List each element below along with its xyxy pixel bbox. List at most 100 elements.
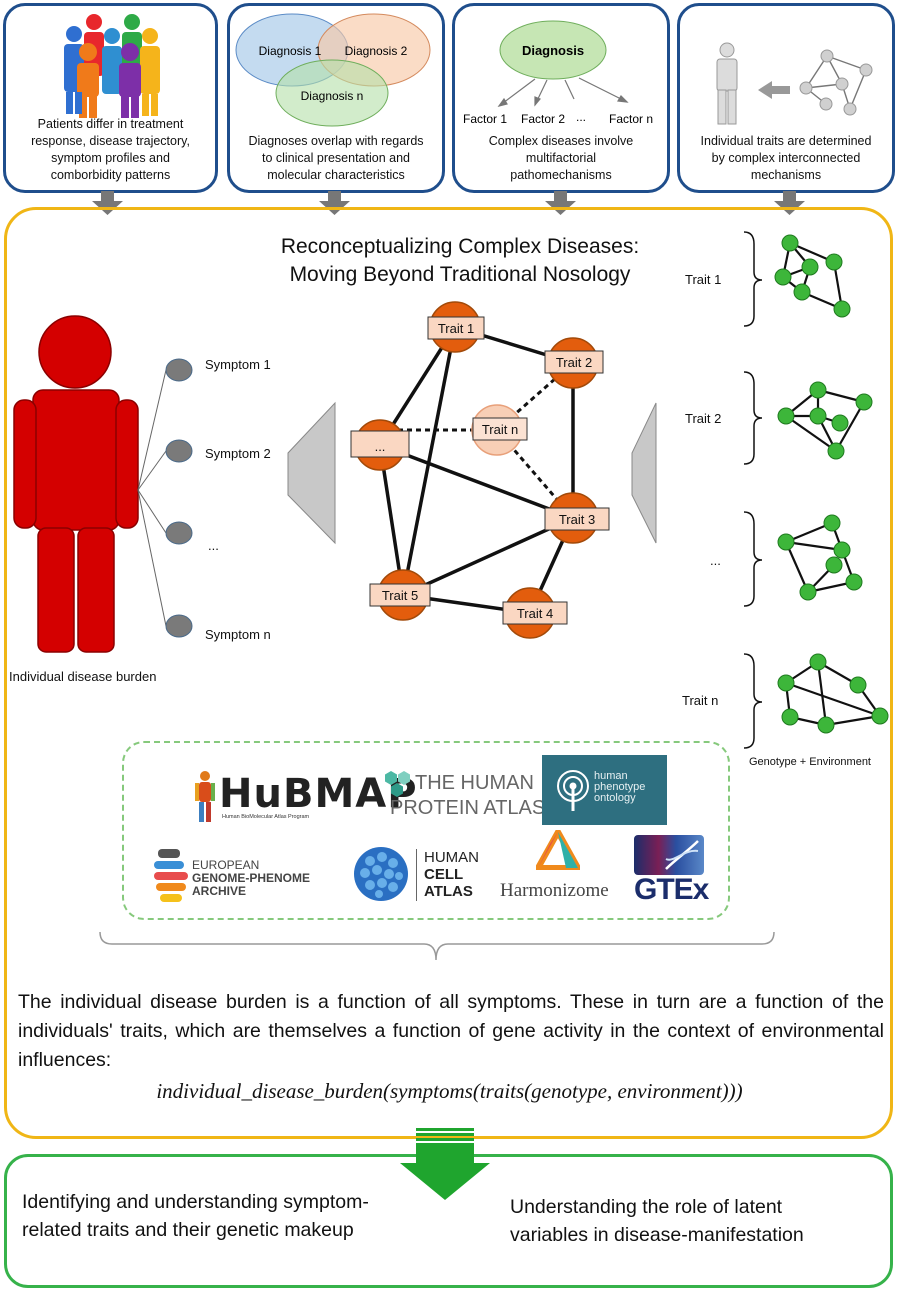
- down-arrow-icon: [92, 191, 123, 215]
- hca-divider: [416, 849, 417, 901]
- gene-node: [801, 258, 819, 276]
- trait-4-label: Trait 4: [517, 606, 553, 621]
- gene-node: [777, 407, 795, 425]
- gene-node: [809, 653, 827, 671]
- hubmap-figure-icon: [195, 771, 215, 822]
- panel-caption: Patients differ in treatment response, d…: [31, 117, 190, 182]
- ega-logo: EUROPEAN GENOME-PHENOME ARCHIVE: [152, 845, 342, 905]
- resources-brace: [99, 931, 775, 961]
- down-arrows: [92, 191, 805, 215]
- gene-node: [774, 268, 792, 286]
- gene-node: [871, 707, 889, 725]
- hca-logo: HUMAN CELL ATLAS: [352, 845, 492, 905]
- gene-node: [799, 583, 817, 601]
- resources-box: [122, 741, 730, 920]
- panel-patients: Patients differ in treatment response, d…: [3, 3, 218, 193]
- trait-group-n-label: Trait n: [682, 693, 719, 708]
- person-head: [38, 315, 112, 389]
- person-torso: [32, 389, 120, 531]
- formula-text: individual_disease_burden(symptoms(trait…: [156, 1079, 743, 1103]
- harmonizome-triangle-icon: [536, 830, 580, 870]
- panel-interconnected: Individual traits are determined by comp…: [677, 3, 895, 193]
- symptom-node: [165, 614, 193, 638]
- symptom-node: [165, 358, 193, 382]
- factor-1-label: Factor 1: [463, 112, 507, 126]
- gene-node: [809, 381, 827, 399]
- symptom-dots-label: ...: [208, 538, 219, 553]
- gtex-dna-panel: [634, 835, 704, 875]
- venn-label-n: Diagnosis n: [301, 89, 364, 103]
- down-arrow-icon: [319, 191, 350, 215]
- ega-stripes-icon: [154, 849, 188, 902]
- panel-caption: Complex diseases involve multifactorial …: [488, 134, 634, 182]
- hca-text: HUMAN CELL ATLAS: [424, 849, 479, 900]
- genotype-environment-label: Genotype + Environment: [749, 756, 871, 768]
- outcome-latent-text: Understanding the role of latent variabl…: [510, 1196, 804, 1246]
- gene-node: [781, 234, 799, 252]
- trait-3-label: Trait 3: [559, 512, 595, 527]
- hpo-logo: human phenotype ontology: [542, 755, 667, 825]
- down-arrow-icon: [774, 191, 805, 215]
- trait-group-dots-label: ...: [710, 553, 721, 568]
- hpo-text: human phenotype ontology: [594, 770, 646, 804]
- symptom-n-label: Symptom n: [205, 627, 271, 642]
- hexagon-cluster-icon: [385, 771, 410, 797]
- factor-n-label: Factor n: [609, 112, 653, 126]
- diagnosis-label: Diagnosis: [522, 43, 584, 58]
- protein-atlas-line2: PROTEIN ATLAS: [390, 797, 546, 819]
- symptom-2-label: Symptom 2: [205, 446, 271, 461]
- outcome-traits-text: Identifying and understanding symptom- r…: [22, 1191, 369, 1241]
- hca-cell-sphere-icon: [354, 847, 408, 901]
- gene-node: [845, 573, 863, 591]
- trait-network: Trait 1 Trait 2 Trait n ... Trait 3 Trai…: [350, 301, 610, 639]
- trait-dots-label: ...: [375, 439, 386, 454]
- symptom-node: [165, 439, 193, 463]
- gene-node: [825, 556, 843, 574]
- protein-atlas-logo: THE HUMAN PROTEIN ATLAS: [384, 770, 545, 820]
- page-title: Reconceptualizing Complex Diseases: Movi…: [280, 235, 640, 286]
- trait-group-networks: [743, 231, 889, 749]
- gene-node: [833, 300, 851, 318]
- panel-caption: Individual traits are determined by comp…: [700, 134, 872, 182]
- trait-group-2-label: Trait 2: [685, 411, 722, 426]
- gtex-text: GTEx: [634, 873, 709, 906]
- down-arrow-icon: [545, 191, 576, 215]
- gene-node: [855, 393, 873, 411]
- diagnosis-factors-diagram: Diagnosis Factor 1 Factor 2 ... Factor n: [463, 20, 653, 126]
- gene-node: [825, 253, 843, 271]
- trait-1-label: Trait 1: [438, 321, 474, 336]
- dna-helix-icon: [665, 840, 699, 870]
- harmonizome-logo: Harmonizome: [500, 830, 620, 905]
- trait-n-label: Trait n: [482, 422, 518, 437]
- panel-multifactorial: Diagnosis Factor 1 Factor 2 ... Factor n…: [452, 3, 670, 193]
- gene-node: [823, 514, 841, 532]
- hubmap-logo: HuBMAP Human BioMolecular Atlas Program: [194, 770, 417, 824]
- gtex-logo: GTEx: [632, 835, 709, 907]
- trait-5-label: Trait 5: [382, 588, 418, 603]
- symptom-1-label: Symptom 1: [205, 357, 271, 372]
- symptom-node: [165, 521, 193, 545]
- hubmap-subtitle: Human BioMolecular Atlas Program: [222, 814, 310, 820]
- main-concept-panel: [4, 207, 893, 1139]
- gene-node: [831, 414, 849, 432]
- gene-node: [827, 442, 845, 460]
- venn-label-2: Diagnosis 2: [345, 44, 408, 58]
- ega-text: EUROPEAN GENOME-PHENOME ARCHIVE: [192, 858, 311, 898]
- harmonizome-text: Harmonizome: [500, 880, 609, 901]
- gene-node: [793, 283, 811, 301]
- gene-node: [833, 541, 851, 559]
- gene-node: [817, 716, 835, 734]
- down-arrow-icon: [400, 1128, 490, 1200]
- gene-node: [809, 407, 827, 425]
- factor-dots-label: ...: [576, 110, 586, 124]
- trait-2-label: Trait 2: [556, 355, 592, 370]
- left-arrow-icon: [758, 81, 790, 99]
- venn-label-1: Diagnosis 1: [259, 44, 322, 58]
- grey-arrows: [287, 401, 657, 545]
- hpo-signal-icon: [557, 770, 589, 811]
- gene-node: [777, 533, 795, 551]
- trait-group-1-label: Trait 1: [685, 272, 722, 287]
- venn-diagram: Diagnosis 1 Diagnosis 2 Diagnosis n: [235, 13, 431, 127]
- gene-node: [781, 708, 799, 726]
- gene-node: [849, 676, 867, 694]
